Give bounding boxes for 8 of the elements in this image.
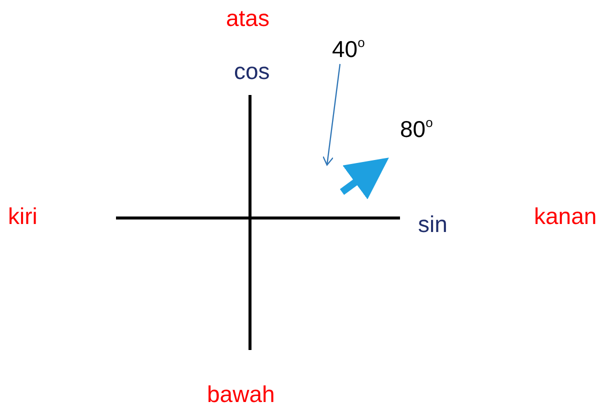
axis-label: cos — [234, 58, 270, 84]
direction-label: kiri — [8, 203, 38, 229]
direction-label: atas — [226, 5, 270, 31]
axis-label: sin — [418, 211, 448, 237]
direction-label: kanan — [534, 203, 597, 229]
direction-label: bawah — [207, 381, 275, 407]
angle-label: 80$^{o}$ — [400, 116, 433, 142]
angle-label: 40$^{o}$ — [332, 36, 365, 62]
